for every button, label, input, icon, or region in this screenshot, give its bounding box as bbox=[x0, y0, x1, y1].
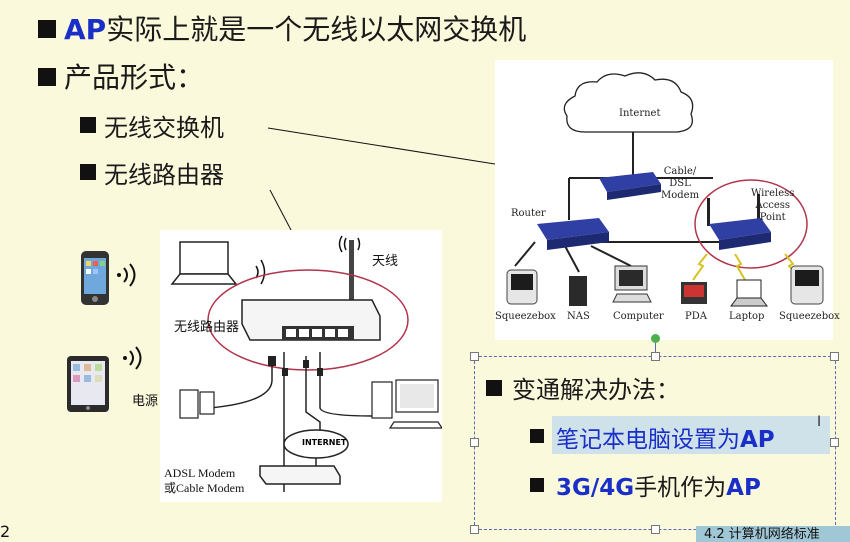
wifi-signal-icon bbox=[114, 262, 144, 292]
callout-item-text: 笔记本电脑设置为 bbox=[556, 427, 740, 453]
desktop-computer-icon bbox=[371, 379, 442, 429]
device-label: Squeezebox bbox=[779, 311, 840, 322]
bullet-square bbox=[38, 68, 56, 86]
text-cursor: I bbox=[817, 414, 822, 430]
internet-label: INTERNET bbox=[302, 438, 347, 447]
resize-handle[interactable] bbox=[651, 352, 660, 361]
router-icon bbox=[537, 218, 609, 250]
desktop-computer-icon bbox=[612, 265, 652, 303]
modem-label-line: Cable/ bbox=[663, 166, 697, 177]
sub-item-router: 无线路由器 bbox=[104, 161, 224, 189]
device-label: Computer bbox=[613, 311, 664, 322]
device-label: Squeezebox bbox=[495, 311, 556, 322]
modem-icon bbox=[259, 465, 341, 485]
modem-label-line: DSL bbox=[669, 178, 691, 189]
bullet-square bbox=[38, 20, 56, 38]
nas-icon bbox=[569, 276, 587, 306]
page-number: 2 bbox=[0, 522, 11, 541]
resize-handle[interactable] bbox=[830, 352, 839, 361]
bullet-square bbox=[80, 117, 96, 133]
device-label: NAS bbox=[567, 311, 590, 322]
modem-label: Cable/ DSL Modem bbox=[661, 166, 699, 202]
device-label: PDA bbox=[685, 311, 707, 322]
router-icon bbox=[707, 194, 771, 250]
callout-title: 变通解决办法： bbox=[512, 376, 680, 404]
wifi-signal-icon bbox=[120, 345, 150, 375]
laptop-icon bbox=[170, 241, 238, 285]
bullet-square bbox=[80, 164, 96, 180]
squeezebox-icon bbox=[506, 269, 538, 305]
bullet-square bbox=[530, 429, 544, 443]
resize-handle[interactable] bbox=[651, 525, 660, 534]
router-label: Router bbox=[511, 208, 546, 219]
callout-item-accent: 3G/4G bbox=[556, 475, 635, 501]
cloud-icon bbox=[563, 72, 694, 133]
power-adapter-icon bbox=[179, 389, 215, 419]
modem-label-line1: ADSL Modem bbox=[164, 466, 236, 480]
wireless-router-diagram: 天线 无线路由器 电源 INTERNET ADSL Modem 或Cable M… bbox=[132, 230, 442, 502]
footer-tab: 4.2 计算机网络标准 bbox=[696, 526, 850, 542]
sub-item-switch: 无线交换机 bbox=[104, 114, 224, 142]
slide-subheading: 产品形式： bbox=[64, 61, 205, 94]
tablet-icon bbox=[66, 355, 110, 413]
pda-icon bbox=[681, 282, 707, 304]
bullet-square bbox=[486, 380, 502, 396]
router-illustration bbox=[170, 235, 442, 492]
antenna-icon bbox=[349, 240, 354, 312]
resize-handle[interactable] bbox=[830, 438, 839, 447]
router-label: 无线路由器 bbox=[174, 320, 240, 335]
heading-accent: AP bbox=[64, 13, 107, 46]
handle-stem bbox=[655, 343, 656, 357]
callout-item[interactable]: 3G/4G手机作为AP bbox=[556, 468, 761, 502]
heading-text: 实际上就是一个无线以太网交换机 bbox=[106, 13, 527, 46]
cloud-label: Internet bbox=[619, 108, 661, 119]
antenna-label: 天线 bbox=[372, 254, 399, 269]
laptop-icon bbox=[730, 279, 768, 307]
power-label: 电源 bbox=[132, 394, 159, 409]
modem-label-line2: 或Cable Modem bbox=[164, 481, 245, 495]
network-illustration bbox=[506, 72, 824, 307]
modem-label-line: Modem bbox=[661, 190, 700, 201]
modem-icon bbox=[599, 172, 661, 200]
squeezebox-icon bbox=[790, 265, 824, 305]
rotate-handle[interactable] bbox=[651, 334, 660, 343]
resize-handle[interactable] bbox=[470, 525, 479, 534]
modem-label: ADSL Modem 或Cable Modem bbox=[164, 466, 244, 496]
resize-handle[interactable] bbox=[470, 352, 479, 361]
callout-item[interactable]: 笔记本电脑设置为AP bbox=[556, 420, 775, 454]
slide-heading: AP实际上就是一个无线以太网交换机 bbox=[64, 8, 526, 48]
callout-item-accent: AP bbox=[740, 427, 775, 453]
phone-icon bbox=[80, 250, 110, 306]
bullet-square bbox=[530, 478, 544, 492]
wap-label-line: Point bbox=[759, 212, 786, 223]
footer-tab-text: 4.2 计算机网络标准 bbox=[704, 527, 820, 542]
resize-handle[interactable] bbox=[470, 438, 479, 447]
device-label: Laptop bbox=[729, 311, 765, 322]
wap-label-line: Access bbox=[755, 200, 790, 211]
network-diagram: Internet Cable/ DSL Modem Router Wireles… bbox=[495, 60, 840, 340]
callout-item-accent: AP bbox=[726, 475, 761, 501]
wap-label-line: Wireless bbox=[751, 188, 795, 199]
wap-label: Wireless Access Point bbox=[751, 188, 794, 224]
callout-item-text: 手机作为 bbox=[634, 475, 727, 501]
callout-item-highlight bbox=[552, 416, 830, 454]
